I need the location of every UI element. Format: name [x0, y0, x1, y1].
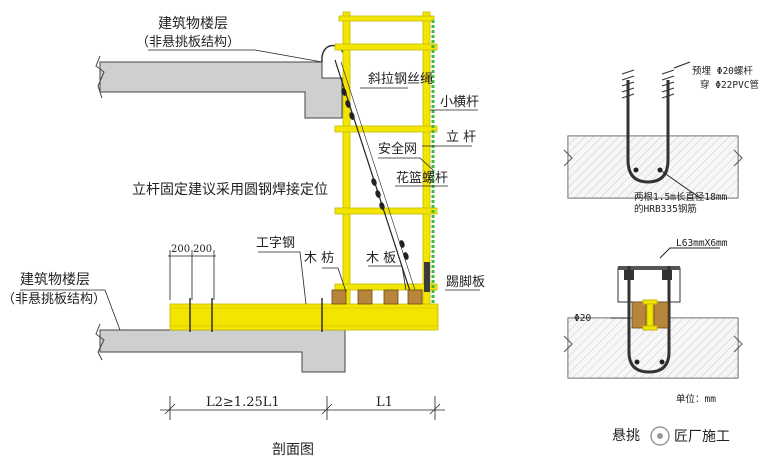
- leader-lines: [20, 49, 480, 331]
- toe-board: [424, 262, 430, 292]
- timber-label: 木 枋: [304, 250, 334, 266]
- watermark-icon: [650, 426, 670, 446]
- timber-blocks: [331, 289, 423, 305]
- length-l1: L1: [376, 395, 393, 410]
- section-caption: 剖面图: [272, 442, 314, 458]
- upper-floor-sub: （非悬挑板结构）: [136, 35, 240, 50]
- lower-floor-label: 建筑物楼层: [20, 272, 90, 288]
- length-l2: L2≥1.25L1: [206, 395, 280, 410]
- dim-a: 200: [171, 244, 190, 255]
- fixing-note: 立杆固定建议采用圆钢焊接定位: [132, 181, 328, 198]
- embedded-bolt-detail: [563, 61, 743, 199]
- i-beam-label: 工字钢: [256, 236, 295, 251]
- dimension-200: [168, 250, 216, 300]
- unit-label: 单位：mm: [676, 393, 716, 405]
- beam-clamp-detail: [563, 247, 743, 379]
- angle-label: L63mmX6mm: [676, 238, 728, 249]
- dim-b: 200: [193, 244, 212, 255]
- safety-net-label: 安全网: [378, 141, 417, 157]
- length-dimension: [160, 396, 445, 420]
- rebar-note-2: 的HRB335钢筋: [634, 203, 697, 215]
- phi-label: Φ20: [574, 313, 591, 324]
- small-bar-label: 小横杆: [440, 95, 479, 110]
- rebar-note-1: 两根1.5m长直径18mm: [634, 191, 728, 203]
- lower-floor-sub: （非悬挑板结构）: [2, 292, 106, 307]
- toe-board-label: 踢脚板: [446, 274, 485, 290]
- anchor-bolts: [189, 298, 323, 332]
- plank-label: 木 板: [366, 251, 396, 266]
- bolt-note-1: 预埋 Φ20螺杆: [692, 65, 753, 77]
- i-beam: [169, 303, 439, 331]
- upper-floor-label: 建筑物楼层: [158, 16, 228, 32]
- footer-title: 悬挑: [612, 428, 640, 444]
- turnbuckle-label: 花篮螺杆: [396, 170, 448, 186]
- lower-floor-slab: [95, 323, 346, 373]
- diag-rope-label: 斜拉钢丝绳: [368, 72, 433, 87]
- upper-floor-slab: [95, 55, 343, 119]
- bolt-note-2: 穿 Φ22PVC管: [700, 79, 759, 91]
- watermark-text: 匠厂施工: [674, 429, 730, 445]
- upright-label: 立 杆: [446, 130, 476, 145]
- scaffold-ledgers: [334, 15, 438, 291]
